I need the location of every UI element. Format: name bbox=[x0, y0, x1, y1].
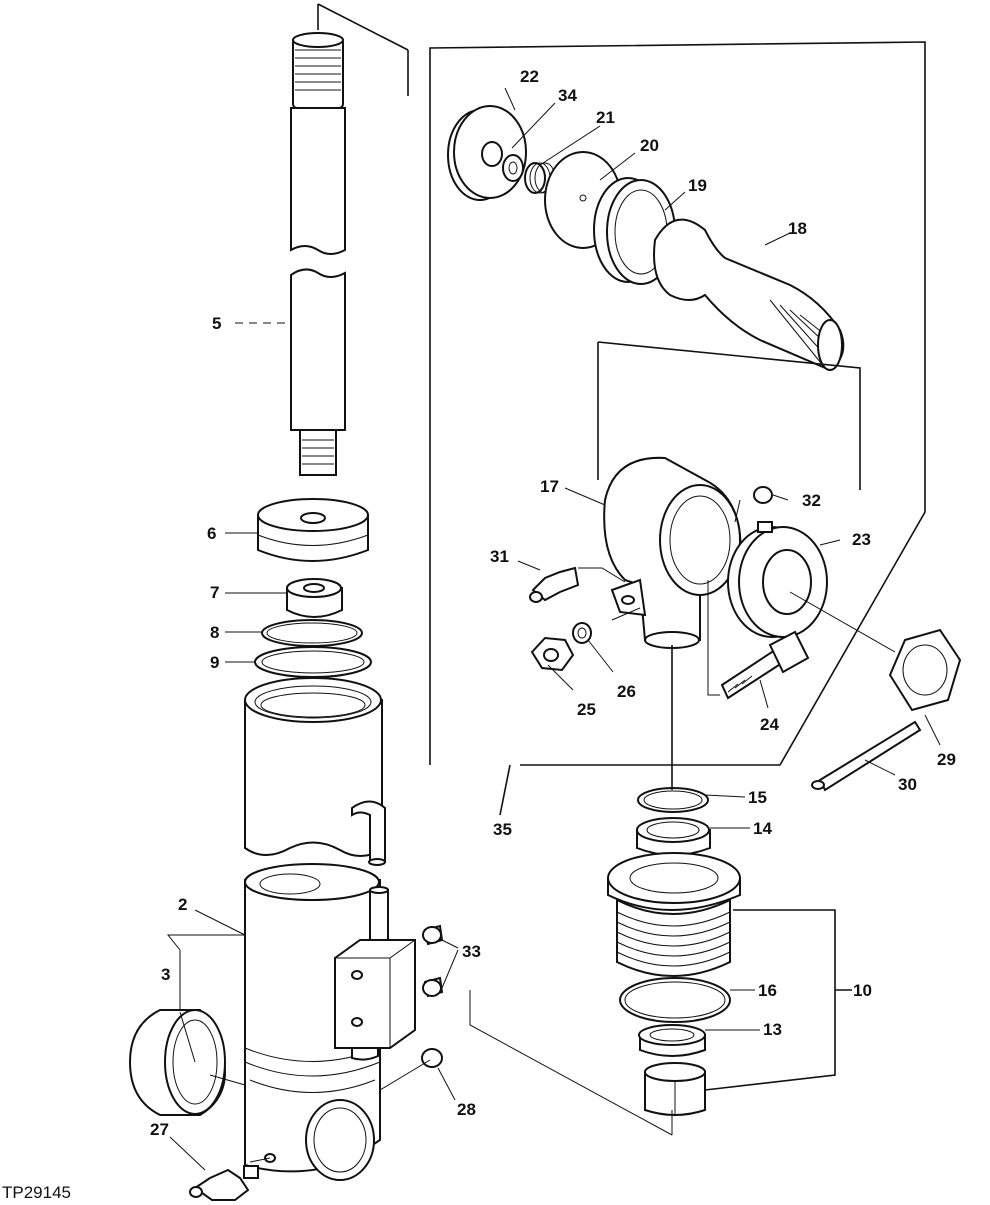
callout-7: 7 bbox=[210, 583, 219, 602]
clamp-bolt bbox=[720, 630, 810, 700]
callout-35: 35 bbox=[493, 820, 512, 839]
piston-nut bbox=[286, 578, 343, 618]
callout-24: 24 bbox=[760, 715, 779, 734]
callout-26: 26 bbox=[617, 682, 636, 701]
callout-9: 9 bbox=[210, 653, 219, 672]
o-ring bbox=[261, 619, 363, 647]
snap-ring bbox=[637, 787, 709, 813]
callout-8: 8 bbox=[210, 623, 219, 642]
callout-10: 10 bbox=[853, 981, 872, 1000]
backup-ring bbox=[254, 646, 372, 678]
callout-17: 17 bbox=[540, 477, 559, 496]
callout-25: 25 bbox=[577, 700, 596, 719]
callout-6: 6 bbox=[207, 524, 216, 543]
callout-19: 19 bbox=[688, 176, 707, 195]
callout-16: 16 bbox=[758, 981, 777, 1000]
grease-fitting-27 bbox=[189, 1165, 259, 1201]
callout-labels: 2 3 5 6 7 8 9 10 13 14 15 16 17 18 19 20… bbox=[150, 67, 956, 1139]
seat-plug bbox=[447, 105, 527, 201]
callout-32: 32 bbox=[802, 491, 821, 510]
cylinder-barrel bbox=[244, 677, 386, 866]
piston-rod bbox=[290, 3, 409, 476]
gland bbox=[607, 852, 741, 977]
clamp-ring bbox=[727, 521, 828, 638]
diagram-reference-code: TP29145 bbox=[2, 1183, 71, 1202]
callout-18: 18 bbox=[788, 219, 807, 238]
grease-fitting-31 bbox=[529, 566, 580, 603]
callout-21: 21 bbox=[596, 108, 615, 127]
gland-seal bbox=[638, 1024, 706, 1057]
callout-28: 28 bbox=[457, 1100, 476, 1119]
piston bbox=[257, 498, 369, 562]
callout-33: 33 bbox=[462, 942, 481, 961]
ball-stud-guide bbox=[597, 341, 861, 490]
cotter-pin bbox=[811, 720, 922, 792]
callout-31: 31 bbox=[490, 547, 509, 566]
callout-29: 29 bbox=[937, 750, 956, 769]
callout-30: 30 bbox=[898, 775, 917, 794]
wiper-seal bbox=[636, 817, 711, 856]
lock-washer bbox=[572, 622, 592, 644]
gland-bushing bbox=[644, 1062, 706, 1116]
group-35-bracket bbox=[429, 41, 926, 816]
callout-15: 15 bbox=[748, 788, 767, 807]
plug bbox=[421, 1048, 443, 1068]
callout-5: 5 bbox=[212, 314, 221, 333]
callout-2: 2 bbox=[178, 895, 187, 914]
ball-stud bbox=[653, 218, 845, 372]
socket-housing bbox=[603, 456, 742, 649]
washer-34 bbox=[502, 154, 524, 182]
callout-20: 20 bbox=[640, 136, 659, 155]
callout-34: 34 bbox=[558, 86, 577, 105]
bushing bbox=[128, 1009, 227, 1116]
castle-nut bbox=[888, 628, 962, 712]
callout-22: 22 bbox=[520, 67, 539, 86]
gland-o-ring bbox=[619, 977, 731, 1023]
valve-block bbox=[334, 886, 416, 1061]
callout-13: 13 bbox=[763, 1020, 782, 1039]
set-screw-32 bbox=[753, 486, 773, 504]
lock-nut bbox=[530, 636, 575, 672]
gland-assembly-bracket bbox=[704, 909, 852, 1091]
callout-14: 14 bbox=[753, 819, 772, 838]
callout-27: 27 bbox=[150, 1120, 169, 1139]
leader-lines bbox=[166, 87, 941, 1171]
callout-3: 3 bbox=[161, 965, 170, 984]
callout-23: 23 bbox=[852, 530, 871, 549]
set-screws bbox=[422, 924, 444, 998]
